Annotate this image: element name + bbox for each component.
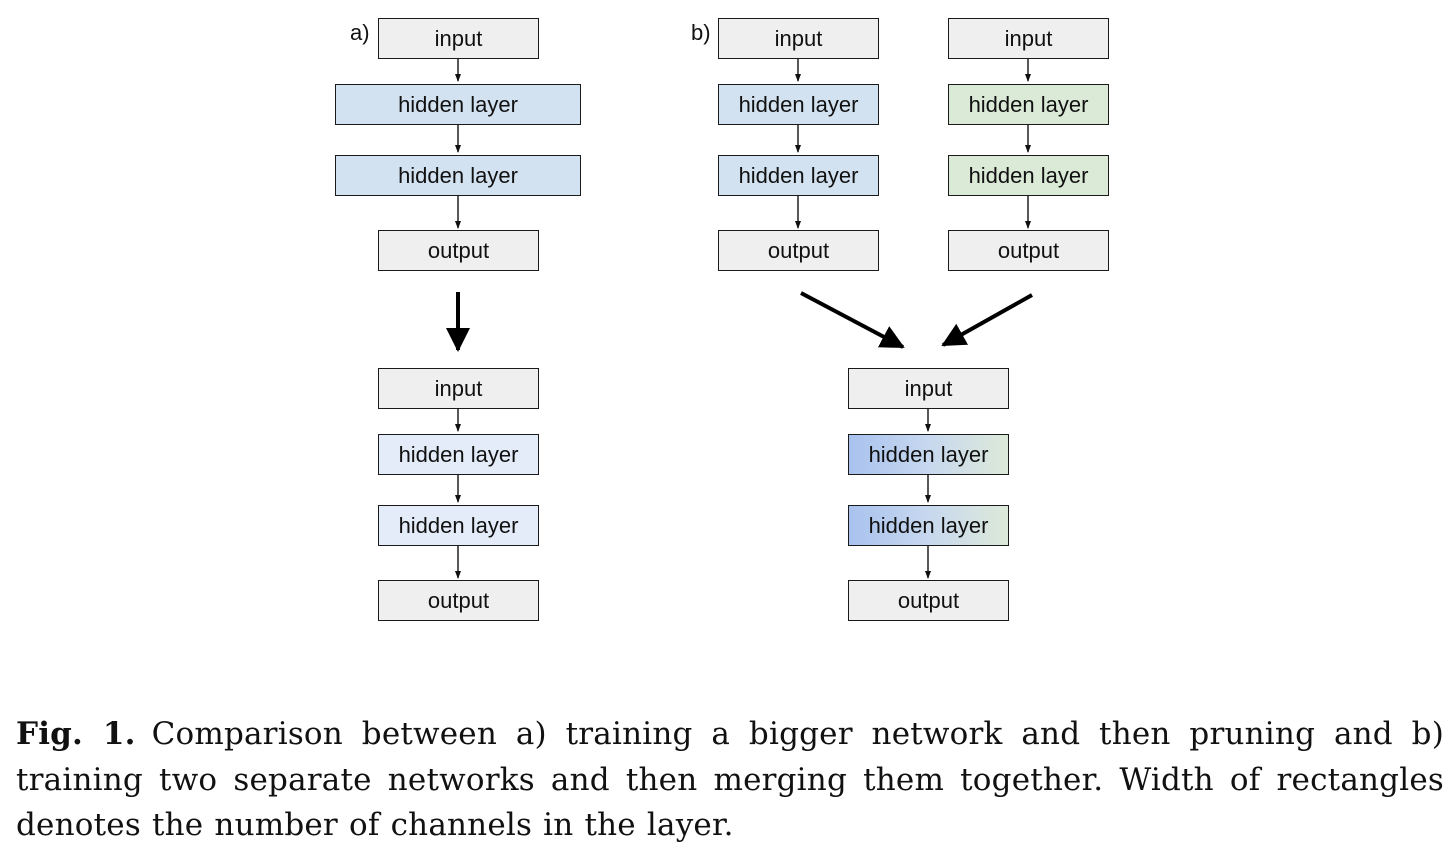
net1-hidden-layer-2: hidden layer bbox=[718, 155, 879, 196]
net2-hidden-layer-2: hidden layer bbox=[948, 155, 1109, 196]
pruned-net-hidden-layer-2: hidden layer bbox=[378, 505, 539, 546]
pruned-net-hidden-layer-1: hidden layer bbox=[378, 434, 539, 475]
merged-net-hidden-layer-1: hidden layer bbox=[848, 434, 1009, 475]
merged-net-input: input bbox=[848, 368, 1009, 409]
big-net-input: input bbox=[378, 18, 539, 59]
connector-arrows bbox=[446, 59, 1033, 579]
net2-input: input bbox=[948, 18, 1109, 59]
figure-caption: Fig. 1.Comparison between a) training a … bbox=[16, 712, 1444, 849]
pruned-net-output: output bbox=[378, 580, 539, 621]
net2-output: output bbox=[948, 230, 1109, 271]
diagram: a) input hidden layer hidden layer outpu… bbox=[335, 18, 1109, 621]
net1-input: input bbox=[718, 18, 879, 59]
figure-label: Fig. 1. bbox=[16, 716, 136, 752]
big-net-hidden-layer-1: hidden layer bbox=[335, 84, 581, 125]
big-net-output: output bbox=[378, 230, 539, 271]
net2-hidden-layer-1: hidden layer bbox=[948, 84, 1109, 125]
pruned-net-input: input bbox=[378, 368, 539, 409]
panel-a-label: a) bbox=[350, 20, 370, 45]
net1-output: output bbox=[718, 230, 879, 271]
panel-b-label: b) bbox=[691, 20, 711, 45]
caption-text: Comparison between a) training a bigger … bbox=[16, 716, 1444, 843]
big-net-hidden-layer-2: hidden layer bbox=[335, 155, 581, 196]
merged-net-output: output bbox=[848, 580, 1009, 621]
merge-arrow-right bbox=[941, 293, 1033, 347]
merged-net-hidden-layer-2: hidden layer bbox=[848, 505, 1009, 546]
merge-arrow-left bbox=[800, 291, 905, 349]
net1-hidden-layer-1: hidden layer bbox=[718, 84, 879, 125]
